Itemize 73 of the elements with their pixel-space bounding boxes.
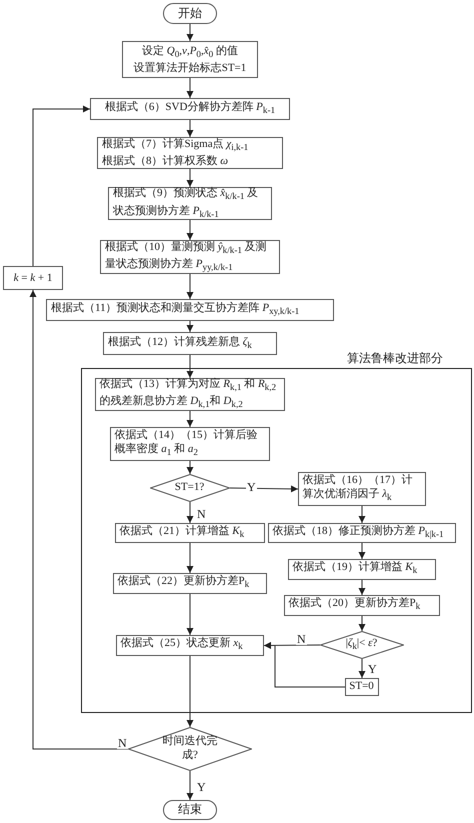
arrow: [186, 24, 194, 42]
process-box: [112, 572, 266, 594]
terminal-box: [163, 3, 217, 24]
arrow: [186, 120, 194, 138]
step-text: 依据式（13）计算为对应 R$_{k,1}$ 和 R$_{k,2}$ 的残差新息协方差 D$_{k,1}$和 D$_{k,2}$: [100, 376, 278, 412]
edge-label: N: [296, 633, 307, 645]
arrow: [186, 168, 194, 188]
arrow: [186, 770, 194, 800]
edge-label: N: [117, 737, 128, 749]
terminal-text: 结束: [178, 802, 202, 818]
step-text: 依据式（18）修正预测协方差 P$_{k|k-1}$: [272, 524, 444, 542]
condition-text: 时间迭代完成?: [162, 735, 218, 763]
arrow: [186, 656, 194, 728]
step-text: k = k + 1: [14, 270, 52, 286]
process-box: [116, 634, 264, 656]
step-text: 依据式（19）计算增益 K$_{k}$: [292, 560, 418, 578]
step-text: 设置算法开始标志ST=1: [134, 60, 246, 76]
edge-label: Y: [246, 481, 257, 493]
step-text: 根据式（7）计算Sigma点 χ$_{i,k-1}$: [102, 137, 248, 154]
process-box: [110, 426, 270, 460]
arrow: [32, 106, 90, 266]
process-box: [97, 137, 283, 169]
arrow: [186, 220, 194, 240]
process-box: [114, 522, 264, 542]
arrow: [264, 642, 346, 688]
step-text: 依据式（21）计算增益 K$_{k}$: [120, 524, 244, 542]
arrow: [186, 320, 194, 332]
edge-label: Y: [196, 781, 207, 793]
process-box: [284, 594, 440, 616]
arrow: [186, 78, 194, 98]
process-box: [90, 98, 290, 120]
arrow: [358, 616, 366, 632]
arrow: [358, 542, 366, 560]
step-text: 依据式（22）更新协方差P$_{k}$: [118, 574, 250, 592]
step-text: 依据式（16）（17）计算次优渐消因子 λ$_{k}$: [302, 472, 414, 504]
step-text: ST=0: [349, 679, 374, 694]
arrow: [186, 354, 194, 378]
process-box: [344, 678, 378, 696]
process-box: [268, 522, 456, 542]
process-box: [46, 299, 334, 321]
arrow: [186, 502, 194, 524]
step-text: 根据式（9）预测状态 x̂$_{k/k-1}$ 及状态预测协方差 P$_{k/k-1}$: [113, 186, 260, 221]
arrow: [230, 485, 298, 492]
arrow: [358, 506, 366, 524]
step-text: 依据式（25）状态更新 x$_{k}$: [120, 636, 243, 654]
terminal-text: 开始: [178, 6, 202, 22]
process-box: [298, 472, 426, 506]
condition-text: ST=1?: [174, 480, 204, 494]
step-text: 依据式（14）（15）计算后验概率密度 a$_{1}$ 和 a$_{2}$: [114, 428, 258, 460]
step-text: 根据式（6）SVD分解协方差阵 P$_{k-1}$: [104, 100, 276, 118]
edge-label: Y: [367, 663, 378, 675]
process-box: [108, 187, 272, 220]
terminal-box: [163, 800, 217, 820]
step-text: 设定 Q$_{0}$,v,P$_{0}$,x̂$_{0}$ 的值: [142, 44, 238, 61]
arrow: [186, 542, 194, 574]
group-heading: 算法鲁棒改进部分: [347, 350, 443, 367]
step-text: 根据式（8）计算权系数 ω: [102, 154, 228, 169]
arrow: [186, 274, 194, 300]
step-text: 依据式（20）更新协方差P$_{k}$: [288, 596, 420, 614]
arrow: [186, 410, 194, 428]
process-box: [3, 266, 63, 290]
process-box: [122, 41, 258, 78]
process-box: [103, 332, 277, 355]
step-text: 根据式（10）量测预测 ŷ$_{k/k-1}$ 及测量状态预测协方差 P$_{yy,k/k-1}$: [105, 240, 268, 274]
step-text: 根据式（11）预测状态和测量交互协方差阵 P$_{xy,k/k-1}$: [51, 301, 300, 319]
arrow: [186, 594, 194, 636]
arrow: [358, 658, 366, 678]
edge-label: N: [196, 508, 207, 520]
arrow: [358, 580, 366, 596]
condition-text: |ζ$_{k}$|< ε?: [346, 636, 378, 652]
step-text: 根据式（12）计算残差新息 ζ$_{k}$: [108, 334, 252, 352]
arrow: [186, 460, 194, 474]
process-box: [288, 558, 436, 580]
